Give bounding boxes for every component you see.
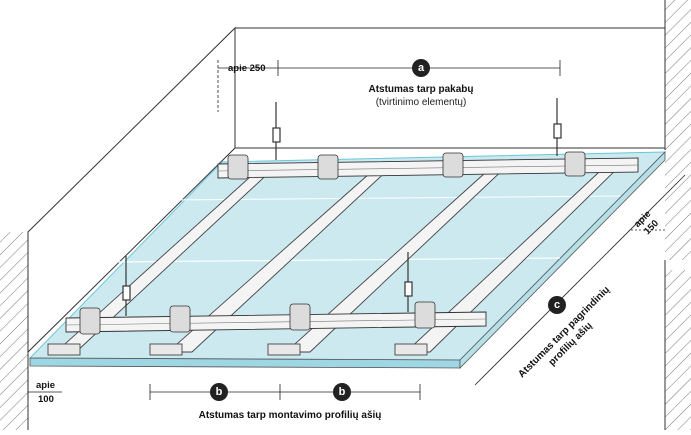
clip (414, 301, 436, 329)
badge-b-letter-2: b (339, 386, 346, 398)
hangers (122, 98, 562, 316)
apie150-group: apie 150 (632, 209, 661, 237)
clip (289, 303, 311, 331)
mounting-profiles (47, 159, 628, 356)
badge-b-letter-1: b (216, 386, 223, 398)
c-title-group: Atstumas tarp pagrindinių profilių ašių (516, 284, 612, 380)
clip (317, 154, 339, 180)
clip (227, 154, 249, 180)
dimension-lines (27, 60, 686, 400)
badge-c-letter: c (554, 299, 560, 311)
board-edge-front (29, 357, 461, 369)
apie250-label: apie 250 (228, 63, 266, 74)
b-title: Atstumas tarp montavimo profilių ašių (199, 410, 382, 421)
right-wall-hatch-lower (665, 270, 691, 430)
badge-b-1: b (210, 383, 228, 401)
a-title: Atstumas tarp pakabų (368, 84, 473, 95)
board-edge-right (459, 151, 666, 369)
badge-a-letter: a (418, 62, 425, 74)
clips (79, 151, 586, 335)
apie100-line2: 100 (38, 394, 54, 405)
clip (169, 305, 191, 333)
clip (79, 307, 101, 335)
badge-c: c (548, 296, 566, 314)
badge-b-2: b (333, 383, 351, 401)
clip (442, 152, 464, 178)
left-wall-hatch (0, 232, 28, 430)
right-wall-hatch (665, 0, 691, 260)
badge-a: a (412, 59, 430, 77)
c-title-line1: Atstumas tarp pagrindinių (516, 284, 612, 380)
clip (564, 151, 586, 177)
apie100-line1: apie (36, 380, 55, 391)
a-subtitle: (tvirtinimo elementų) (376, 97, 467, 108)
